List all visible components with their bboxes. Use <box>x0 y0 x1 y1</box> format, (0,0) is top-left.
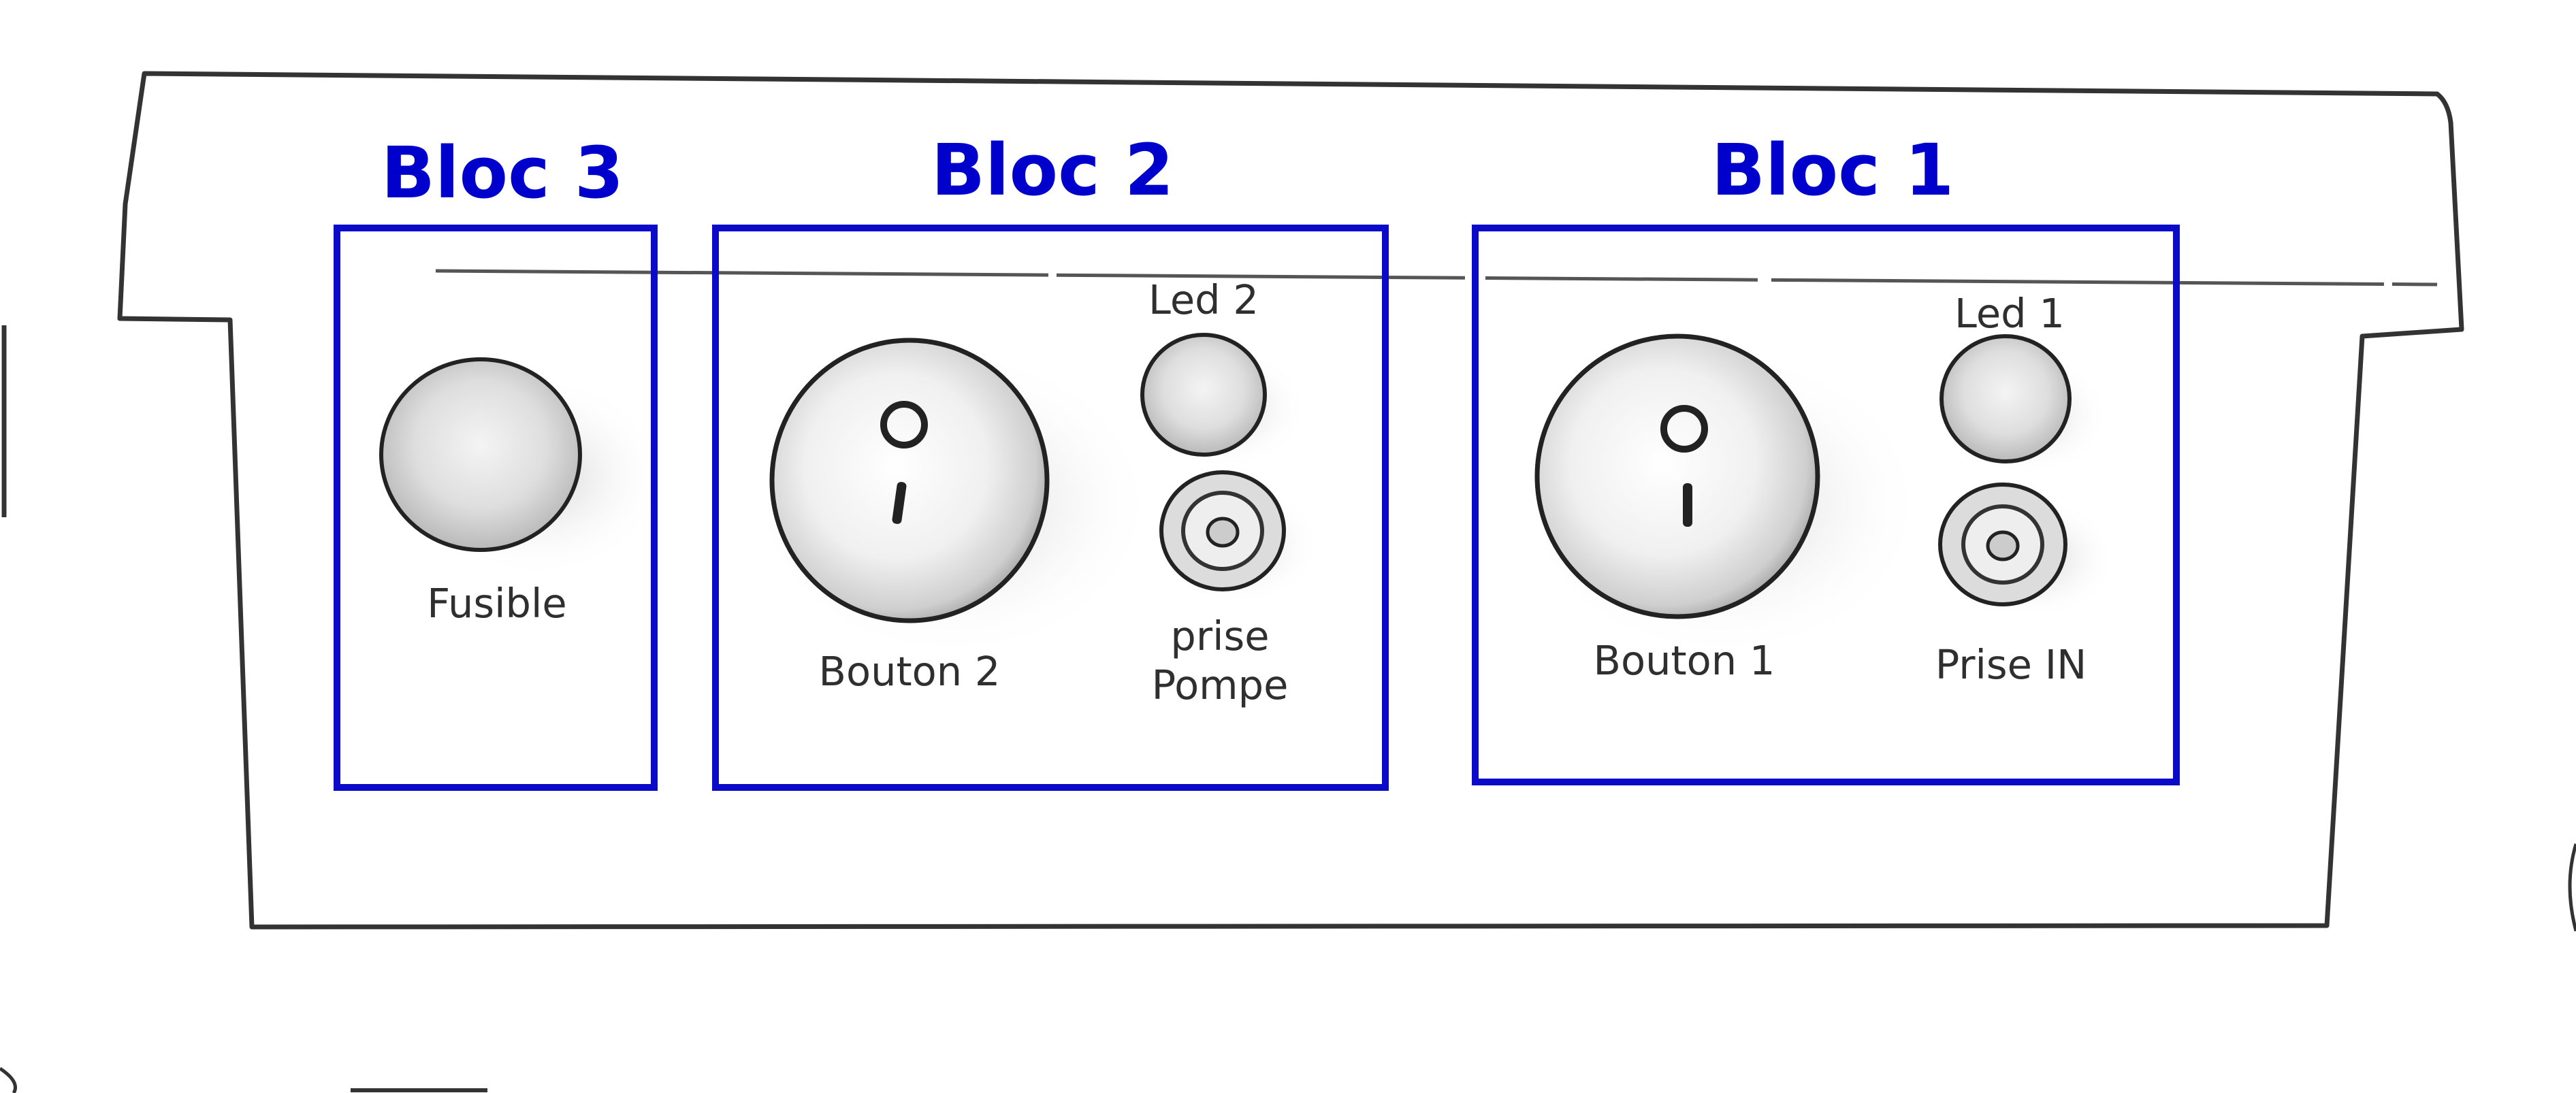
prise-in-label: Prise IN <box>1935 641 2087 688</box>
bloc-1-title: Bloc 1 <box>1711 129 1954 212</box>
prise-pompe-label-line1: prise <box>1170 613 1270 659</box>
bloc-2-outline <box>712 225 1389 791</box>
bouton-2-label: Bouton 2 <box>818 648 1001 695</box>
led-1-icon <box>1939 334 2072 463</box>
prise-pompe-label-line2: Pompe <box>1151 662 1289 708</box>
edge-fragment-right <box>2568 843 2576 932</box>
bloc-1-outline <box>1472 225 2180 785</box>
led-2-label: Led 2 <box>1148 276 1259 323</box>
bloc-3-outline <box>334 225 658 791</box>
bouton-2-on-mark <box>892 482 907 524</box>
bouton-1-off-mark <box>1660 405 1708 453</box>
bottom-fragment <box>0 1066 17 1093</box>
led-2-icon <box>1140 333 1267 457</box>
fusible-label: Fusible <box>427 580 567 627</box>
bouton-1-on-mark <box>1683 483 1692 527</box>
led-1-label: Led 1 <box>1954 290 2065 337</box>
lid-seam <box>435 269 2438 287</box>
bloc-3-title: Bloc 3 <box>381 131 624 214</box>
bouton-1-icon <box>1534 333 1820 619</box>
prise-pompe-core <box>1206 517 1240 548</box>
fusible-icon <box>379 357 582 552</box>
prise-in-core <box>1986 530 2020 561</box>
bouton-1-label: Bouton 1 <box>1593 637 1775 684</box>
bloc-2-title: Bloc 2 <box>931 129 1174 212</box>
bouton-2-icon <box>769 338 1050 623</box>
bouton-2-off-mark <box>880 401 928 448</box>
